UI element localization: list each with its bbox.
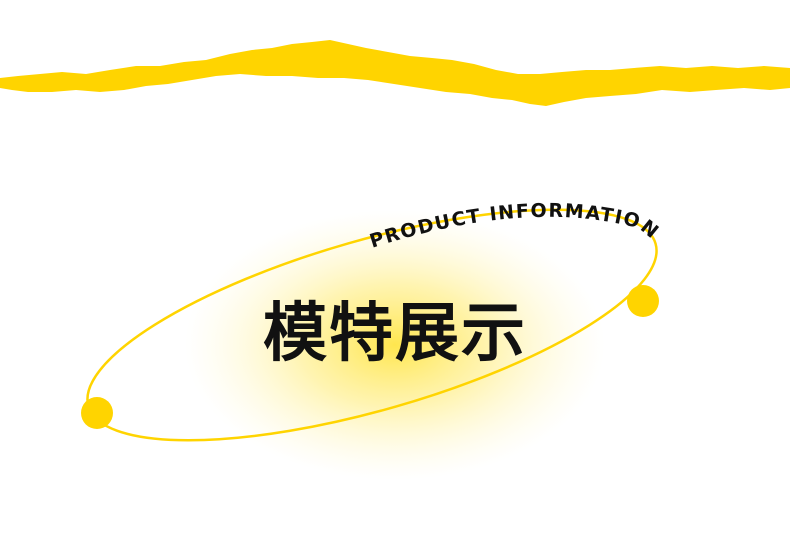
- page-title: 模特展示: [263, 297, 527, 371]
- torn-yellow-strip: [0, 40, 790, 106]
- orbit-dot-left: [81, 397, 113, 429]
- orbit-dot-right: [627, 285, 659, 317]
- yellow-glow: [185, 210, 605, 480]
